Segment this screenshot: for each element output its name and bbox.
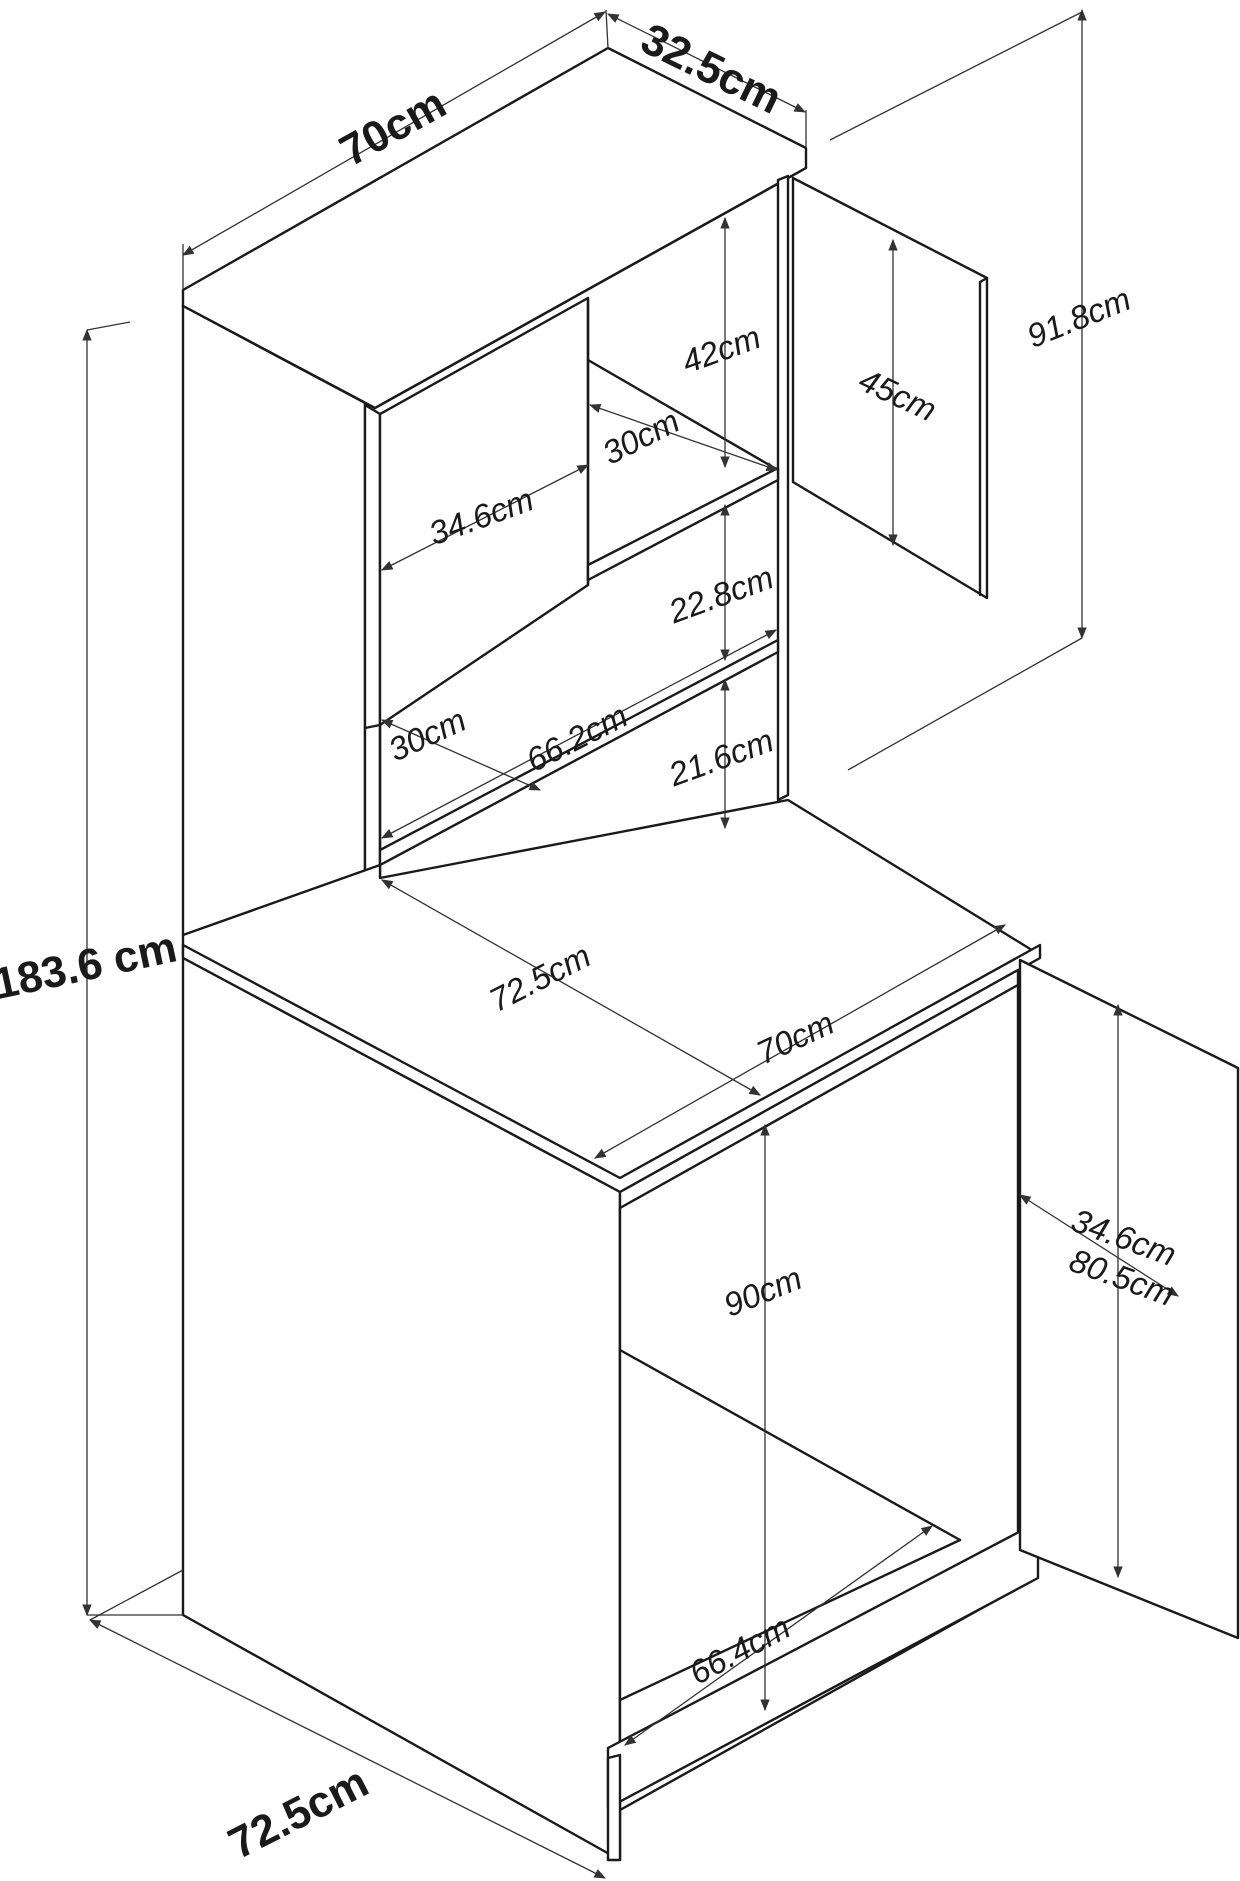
base-plinth-front — [606, 1753, 622, 1862]
lower-shelf-width-label: 66.2cm — [520, 697, 633, 779]
upper-shelf-gap-label: 22.8cm — [663, 558, 778, 630]
dimension-lines — [82, 8, 1179, 1879]
base-right-door-open — [1018, 958, 1240, 1640]
upper-height-label: 91.8cm — [1022, 280, 1136, 355]
upper-shelf — [586, 466, 780, 582]
lower-shelf-gap-label: 21.6cm — [663, 721, 778, 793]
upper-gap-label: 42cm — [677, 318, 765, 380]
total-height-label: 183.6 cm — [0, 923, 181, 1010]
bottom-depth-label: 72.5cm — [221, 1757, 376, 1868]
hutch-right-column — [776, 174, 790, 802]
